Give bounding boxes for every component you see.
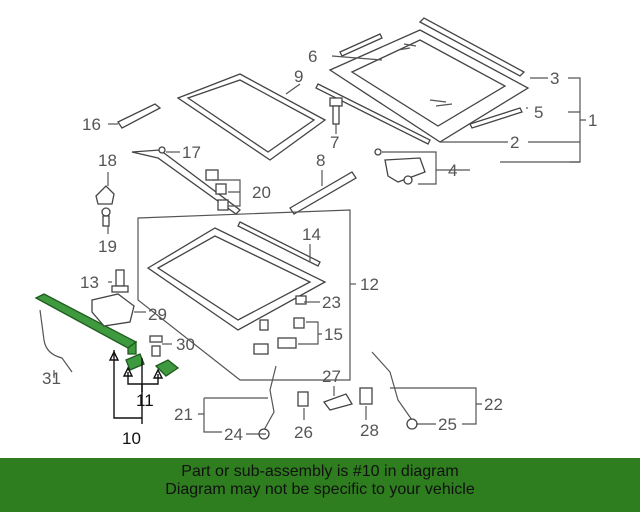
parts-diagram: 1 2 3 4 5 6 7 8 9 10 11 12 13 14 15 16 1…: [34, 17, 597, 448]
callout-17: 17: [182, 143, 201, 162]
bolt-30: [149, 335, 163, 357]
callout-25: 25: [438, 415, 457, 434]
bolt-13: [111, 269, 129, 293]
highlight-leader-lines: [108, 350, 164, 424]
callout-1: 1: [588, 111, 597, 130]
drain-hose-31: [39, 309, 73, 373]
weatherstrip-5: [469, 107, 523, 129]
callout-18: 18: [98, 151, 117, 170]
callout-2: 2: [510, 133, 519, 152]
callout-23: 23: [322, 293, 341, 312]
callout-16: 16: [82, 115, 101, 134]
bracket-18: [95, 185, 115, 205]
banner-line-1: Part or sub-assembly is #10 in diagram: [181, 463, 459, 480]
callout-19: 19: [98, 237, 117, 256]
clip-26: [297, 391, 309, 407]
highlighted-part-10: [34, 293, 180, 377]
notice-banner: Part or sub-assembly is #10 in diagram D…: [0, 458, 640, 512]
callout-11: 11: [136, 391, 154, 410]
callout-10: 10: [122, 429, 141, 448]
callout-15: 15: [324, 325, 343, 344]
callout-27: 27: [322, 367, 341, 386]
glass-panel: [328, 29, 530, 143]
callout-21: 21: [174, 405, 193, 424]
deflector-16: [117, 103, 162, 129]
bolt-19: [101, 207, 111, 227]
callout-12: 12: [360, 275, 379, 294]
callout-14: 14: [302, 225, 321, 244]
drain-hose-22: [371, 351, 413, 421]
drain-hose-21: [263, 365, 277, 431]
callout-26: 26: [294, 423, 313, 442]
sunshade-assembly-box-12: [137, 209, 351, 381]
callout-9: 9: [294, 67, 303, 86]
callout-30: 30: [176, 335, 195, 354]
guide-8: [289, 171, 357, 215]
clip-20: [205, 169, 229, 211]
leader-lines: [53, 55, 586, 435]
callout-6: 6: [308, 47, 317, 66]
callout-4: 4: [448, 161, 457, 180]
callout-5: 5: [534, 103, 543, 122]
banner-line-2: Diagram may not be specific to your vehi…: [165, 481, 475, 498]
trim-strip-3: [418, 17, 526, 77]
callout-7: 7: [330, 133, 339, 152]
bolt-7: [329, 97, 343, 125]
callout-13: 13: [80, 273, 99, 292]
callout-20: 20: [252, 183, 271, 202]
seal-9: [176, 73, 327, 161]
callout-3: 3: [550, 69, 559, 88]
bracket-27: [322, 393, 353, 411]
motor-29: [91, 293, 135, 327]
clip-28: [359, 387, 373, 405]
callout-28: 28: [360, 421, 379, 440]
bracket-4: [374, 148, 426, 185]
weatherstrip-2: [315, 83, 431, 145]
callout-24: 24: [224, 425, 243, 444]
callout-29: 29: [148, 305, 167, 324]
rail-17: [131, 146, 241, 215]
callout-8: 8: [316, 151, 325, 170]
weatherstrip-6: [339, 33, 383, 57]
clip-25: [406, 418, 418, 430]
callout-31: 31: [42, 369, 61, 388]
callout-22: 22: [484, 395, 503, 414]
